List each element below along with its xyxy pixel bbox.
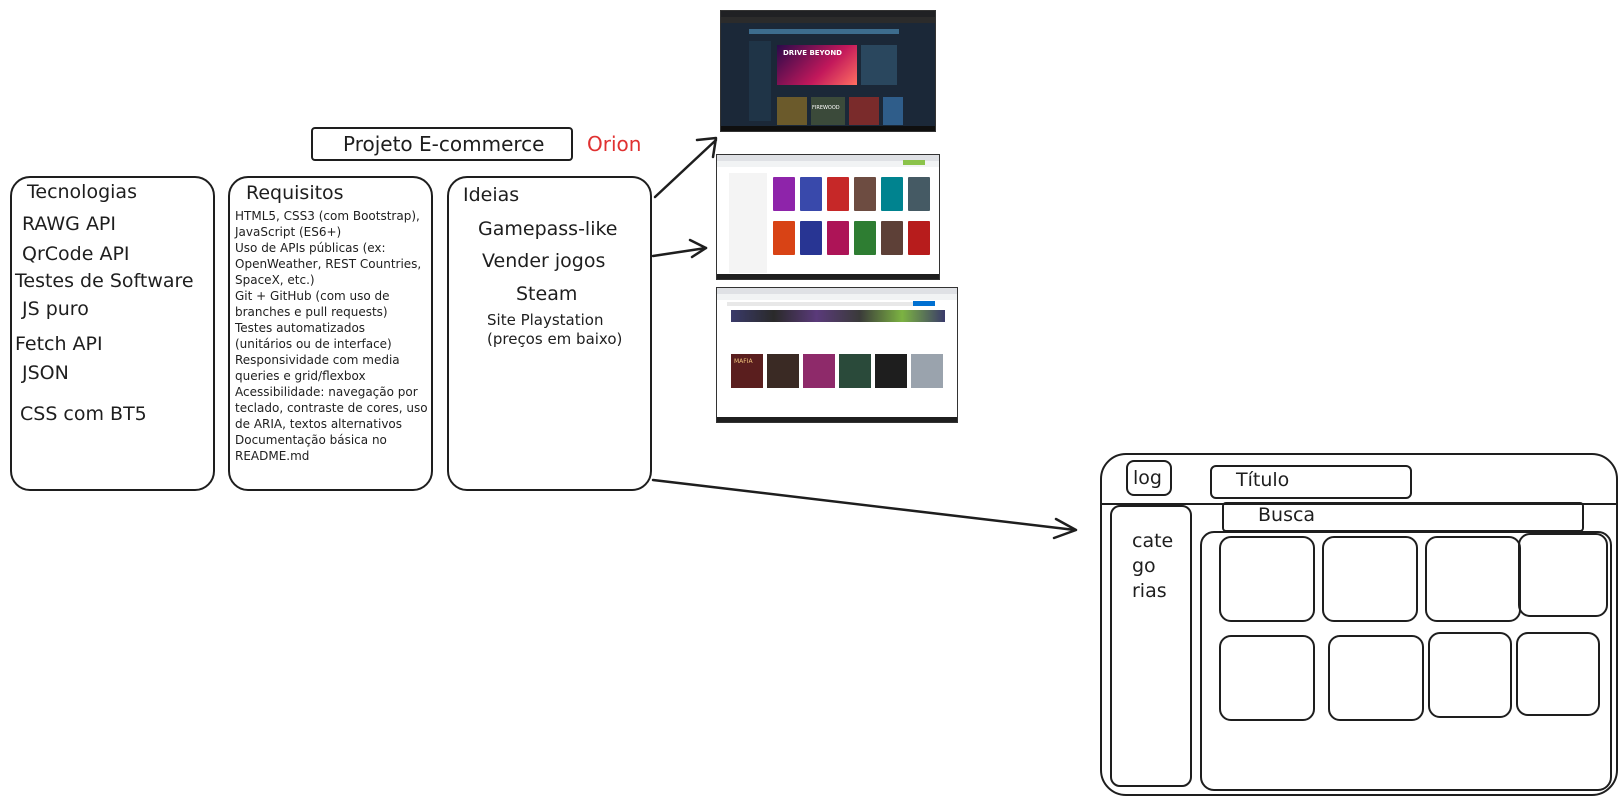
tech-item: JSON [22,362,69,384]
wireframe-categories-box [1110,505,1192,787]
store-game-cover [881,221,903,255]
store-badge [903,160,925,165]
browser-addressbar [717,161,939,167]
project-title-box [311,127,573,161]
wireframe-categories-line2: go [1132,555,1156,577]
ps-nav [727,302,927,306]
wireframe-product-card [1219,536,1315,622]
steam-tile [777,97,807,125]
tech-item: Testes de Software [15,270,194,292]
tech-item: Fetch API [15,333,103,355]
arrow-to-steam [653,138,718,199]
browser-addressbar [721,17,935,23]
store-game-cover [881,177,903,211]
wireframe-product-card [1516,632,1600,716]
store-game-cover [908,177,930,211]
store-game-cover [827,177,849,211]
steam-sidebar [749,41,771,121]
store-filters [729,173,767,273]
arrow-head-wireframe [1052,517,1078,540]
steam-side-panel [861,45,897,85]
taskbar [717,274,939,279]
store-game-cover [773,177,795,211]
idea-item: Steam [516,283,578,305]
steam-tile [849,97,879,125]
ps-tile [911,354,943,388]
wireframe-product-card [1425,536,1521,622]
ideias-box [447,176,652,491]
project-title: Projeto E-commerce [343,132,545,156]
ps-tile [839,354,871,388]
steam-banner: DRIVE BEYOND [777,45,857,85]
taskbar [721,126,935,131]
browser-tabbar [717,288,957,294]
tech-item: CSS com BT5 [20,403,147,425]
store-game-cover [773,221,795,255]
steam-tile: FIREWOOD [811,97,845,125]
taskbar [717,417,957,422]
store-game-cover [908,221,930,255]
ps-tile [875,354,907,388]
ps-cart-button [913,301,935,306]
store-game-cover [854,177,876,211]
wireframe-categories-line1: cate [1132,530,1174,552]
tech-item: RAWG API [22,213,116,235]
wireframe-search: Busca [1258,504,1316,526]
browser-addressbar [717,294,957,300]
idea-item: Gamepass-like [478,218,618,240]
requisitos-box [228,176,433,491]
steam-nav [749,29,899,34]
steam-tile [883,97,903,125]
arrow-to-wireframe [651,478,1077,532]
wireframe-product-card [1428,632,1512,718]
wireframe-product-card [1219,635,1315,721]
arrow-head-steam [695,136,718,159]
steam-screenshot: DRIVE BEYOND FIREWOOD [720,10,936,132]
wireframe-product-card [1322,536,1418,622]
wireframe-logo-label: log [1133,467,1162,489]
ps-top-row [731,310,945,322]
idea-item: Vender jogos [482,250,606,272]
idea-playstation-line1: Site Playstation [487,311,604,329]
ps-tile-title: MAFIA [734,358,753,365]
wireframe-header-divider [1102,503,1616,505]
browser-tabbar [721,11,935,17]
requisitos-heading: Requisitos [246,182,344,204]
requisitos-text: HTML5, CSS3 (com Bootstrap), JavaScript … [235,209,428,463]
store-game-cover [854,221,876,255]
ps-tile: MAFIA [731,354,763,388]
ps-tile [803,354,835,388]
wireframe-product-card [1328,635,1424,721]
store-game-cover [800,177,822,211]
tecnologias-box [10,176,215,491]
ps-tile [767,354,799,388]
playstation-screenshot: MAFIA [716,287,958,423]
wireframe-content-area [1200,531,1612,791]
idea-playstation-line2: (preços em baixo) [487,330,623,348]
wireframe-title: Título [1236,469,1290,491]
tech-item: JS puro [22,298,89,320]
team-name: Orion [587,132,642,156]
tecnologias-heading: Tecnologias [27,181,137,203]
browser-tabbar [717,155,939,161]
steam-tile-title: FIREWOOD [812,105,840,111]
wireframe-logo [1126,460,1172,496]
wireframe-categories-line3: rias [1132,580,1167,602]
arrow-head-gamepass [688,238,708,259]
store-game-cover [827,221,849,255]
wireframe-product-card [1518,533,1608,617]
wireframe-title-box [1210,465,1412,499]
arrow-to-gamepass [651,246,708,258]
ideias-heading: Ideias [463,184,520,206]
store-game-cover [800,221,822,255]
tech-item: QrCode API [22,243,130,265]
wireframe-frame [1100,453,1618,796]
steam-banner-title: DRIVE BEYOND [783,49,842,57]
gamepass-screenshot [716,154,940,280]
